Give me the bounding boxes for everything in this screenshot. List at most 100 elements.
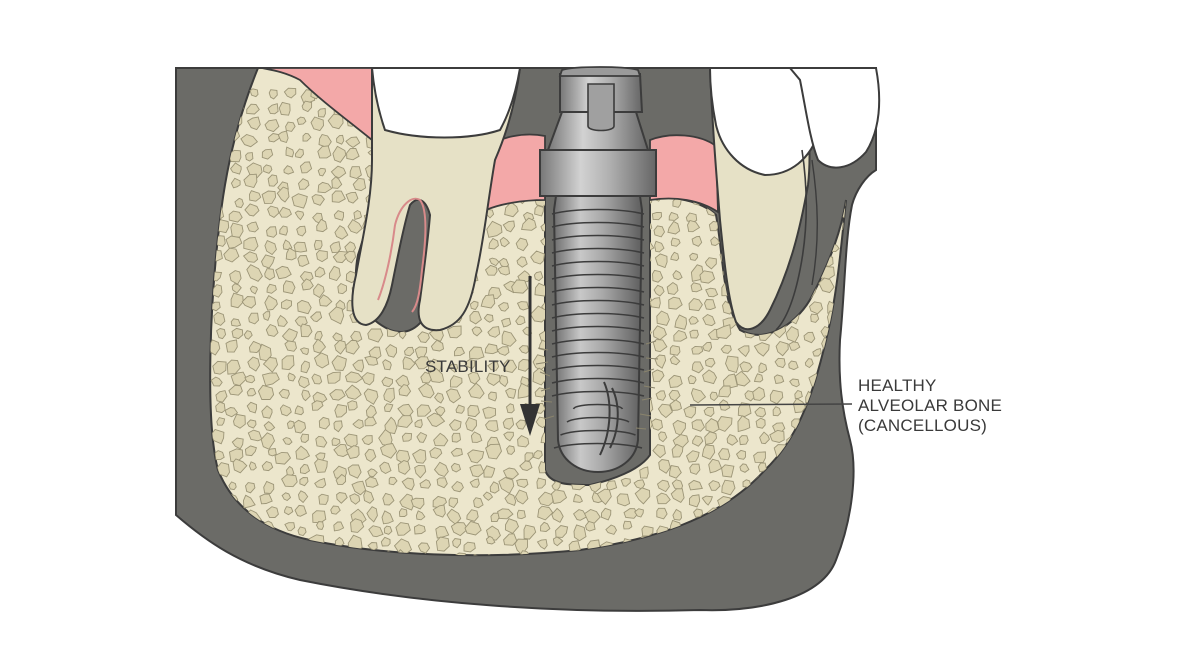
- trabecula-cell: [210, 301, 221, 312]
- trabecula-cell: [447, 325, 462, 339]
- trabecula-cell: [243, 236, 259, 252]
- trabecula-cell: [506, 445, 516, 455]
- trabecula-cell: [349, 166, 362, 179]
- trabecula-cell: [337, 282, 347, 295]
- trabecula-cell: [244, 374, 256, 384]
- trabecula-cell: [753, 451, 766, 463]
- trabecula-cell: [329, 389, 346, 401]
- trabecula-cell: [502, 467, 520, 480]
- trabecula-cell: [652, 444, 666, 459]
- trabecula-cell: [248, 461, 257, 471]
- trabecula-cell: [573, 524, 587, 542]
- trabecula-cell: [688, 494, 701, 508]
- trabecula-cell: [244, 203, 260, 217]
- trabecula-cell: [309, 311, 323, 323]
- trabecula-cell: [803, 331, 816, 344]
- trabecula-cell: [415, 510, 426, 521]
- trabecula-cell: [669, 464, 682, 479]
- molar-tooth: [351, 67, 522, 332]
- trabecula-cell: [717, 416, 733, 432]
- trabecula-cell: [232, 458, 248, 474]
- trabecula-cell: [467, 404, 480, 418]
- trabecula-cell: [301, 100, 313, 113]
- trabecula-cell: [658, 431, 668, 443]
- trabecula-cell: [267, 448, 277, 457]
- trabecula-cell: [496, 346, 510, 356]
- implant-thread: [551, 351, 645, 358]
- trabecula-cell: [349, 493, 361, 505]
- trabecula-cell: [499, 236, 511, 248]
- trabecula-cell: [230, 318, 242, 327]
- trabecula-cell: [367, 468, 378, 478]
- trabecula-cell: [328, 265, 341, 282]
- trabecula-cell: [480, 294, 496, 309]
- trabecula-cell: [419, 479, 432, 489]
- trabecula-cell: [417, 331, 430, 343]
- trabecula-cell: [709, 391, 719, 402]
- trabecula-cell: [213, 559, 220, 568]
- trabecula-cell: [231, 327, 244, 340]
- trabecula-cell: [287, 372, 296, 382]
- trabecula-cell: [739, 361, 753, 373]
- trabecula-cell: [345, 136, 361, 148]
- trabecula-cell: [260, 254, 276, 269]
- trabecula-cell: [600, 507, 612, 521]
- trabecula-cell: [283, 165, 295, 175]
- gum-middle-right: [649, 134, 719, 214]
- trabecula-cell: [331, 355, 347, 371]
- trabecula-cell: [276, 186, 290, 203]
- trabecula-cell: [283, 280, 296, 295]
- trabecula-cell: [716, 324, 732, 339]
- trabecula-cell: [704, 431, 717, 445]
- trabecula-cell: [515, 419, 527, 430]
- trabecula-cell: [267, 205, 280, 218]
- trabecula-cell: [412, 449, 427, 464]
- trabecula-cell: [523, 524, 537, 540]
- trabecula-cell: [842, 548, 846, 556]
- trabecula-cell: [318, 416, 330, 430]
- trabecula-cell: [521, 217, 537, 231]
- implant-thread: [551, 325, 645, 332]
- gum-left: [261, 67, 373, 142]
- trabecula-cell: [844, 534, 846, 546]
- trabecula-cell: [657, 403, 673, 419]
- trabecula-cell: [245, 152, 254, 162]
- trabecula-cell: [312, 338, 327, 354]
- trabecula-cell: [328, 306, 345, 325]
- trabecula-cell: [246, 221, 259, 233]
- trabecula-cell: [298, 178, 310, 190]
- trabecula-cell: [326, 371, 341, 384]
- trabecula-cell: [243, 494, 256, 509]
- trabecula-cell: [284, 522, 296, 532]
- trabecula-cell: [651, 369, 665, 383]
- trabecula-cell: [534, 205, 544, 217]
- trabecula-cell: [215, 390, 228, 403]
- trabecula-cell: [489, 481, 500, 494]
- trabecula-cell: [788, 341, 801, 351]
- trabecula-cell: [536, 477, 546, 489]
- trabecula-cell: [228, 384, 243, 396]
- trabecula-cell: [297, 299, 312, 315]
- trabecula-cell: [352, 177, 367, 192]
- trabecula-cell: [839, 338, 846, 357]
- trabecula-cell: [228, 481, 237, 491]
- trabecula-cell: [497, 265, 510, 276]
- trabecula-cell: [620, 477, 631, 487]
- trabecula-cell: [482, 491, 494, 501]
- trabecula-cell: [450, 462, 462, 473]
- trabecula-cell: [524, 452, 534, 462]
- trabecula-cell: [654, 240, 665, 253]
- trabecula-cell: [451, 480, 464, 493]
- implant-thread: [551, 234, 645, 241]
- trabecula-cell: [670, 251, 680, 261]
- trabecula-cell: [260, 432, 276, 450]
- implant-thread: [551, 208, 645, 215]
- trabecula-cell: [283, 87, 297, 99]
- implant-thread: [551, 312, 645, 319]
- trabecula-cell: [330, 505, 341, 515]
- trabecula-cell: [517, 435, 530, 448]
- trabecula-cell: [430, 339, 444, 352]
- trabecula-cell: [241, 296, 257, 309]
- trabecula-cell: [573, 493, 583, 503]
- trabecula-cell: [739, 435, 749, 446]
